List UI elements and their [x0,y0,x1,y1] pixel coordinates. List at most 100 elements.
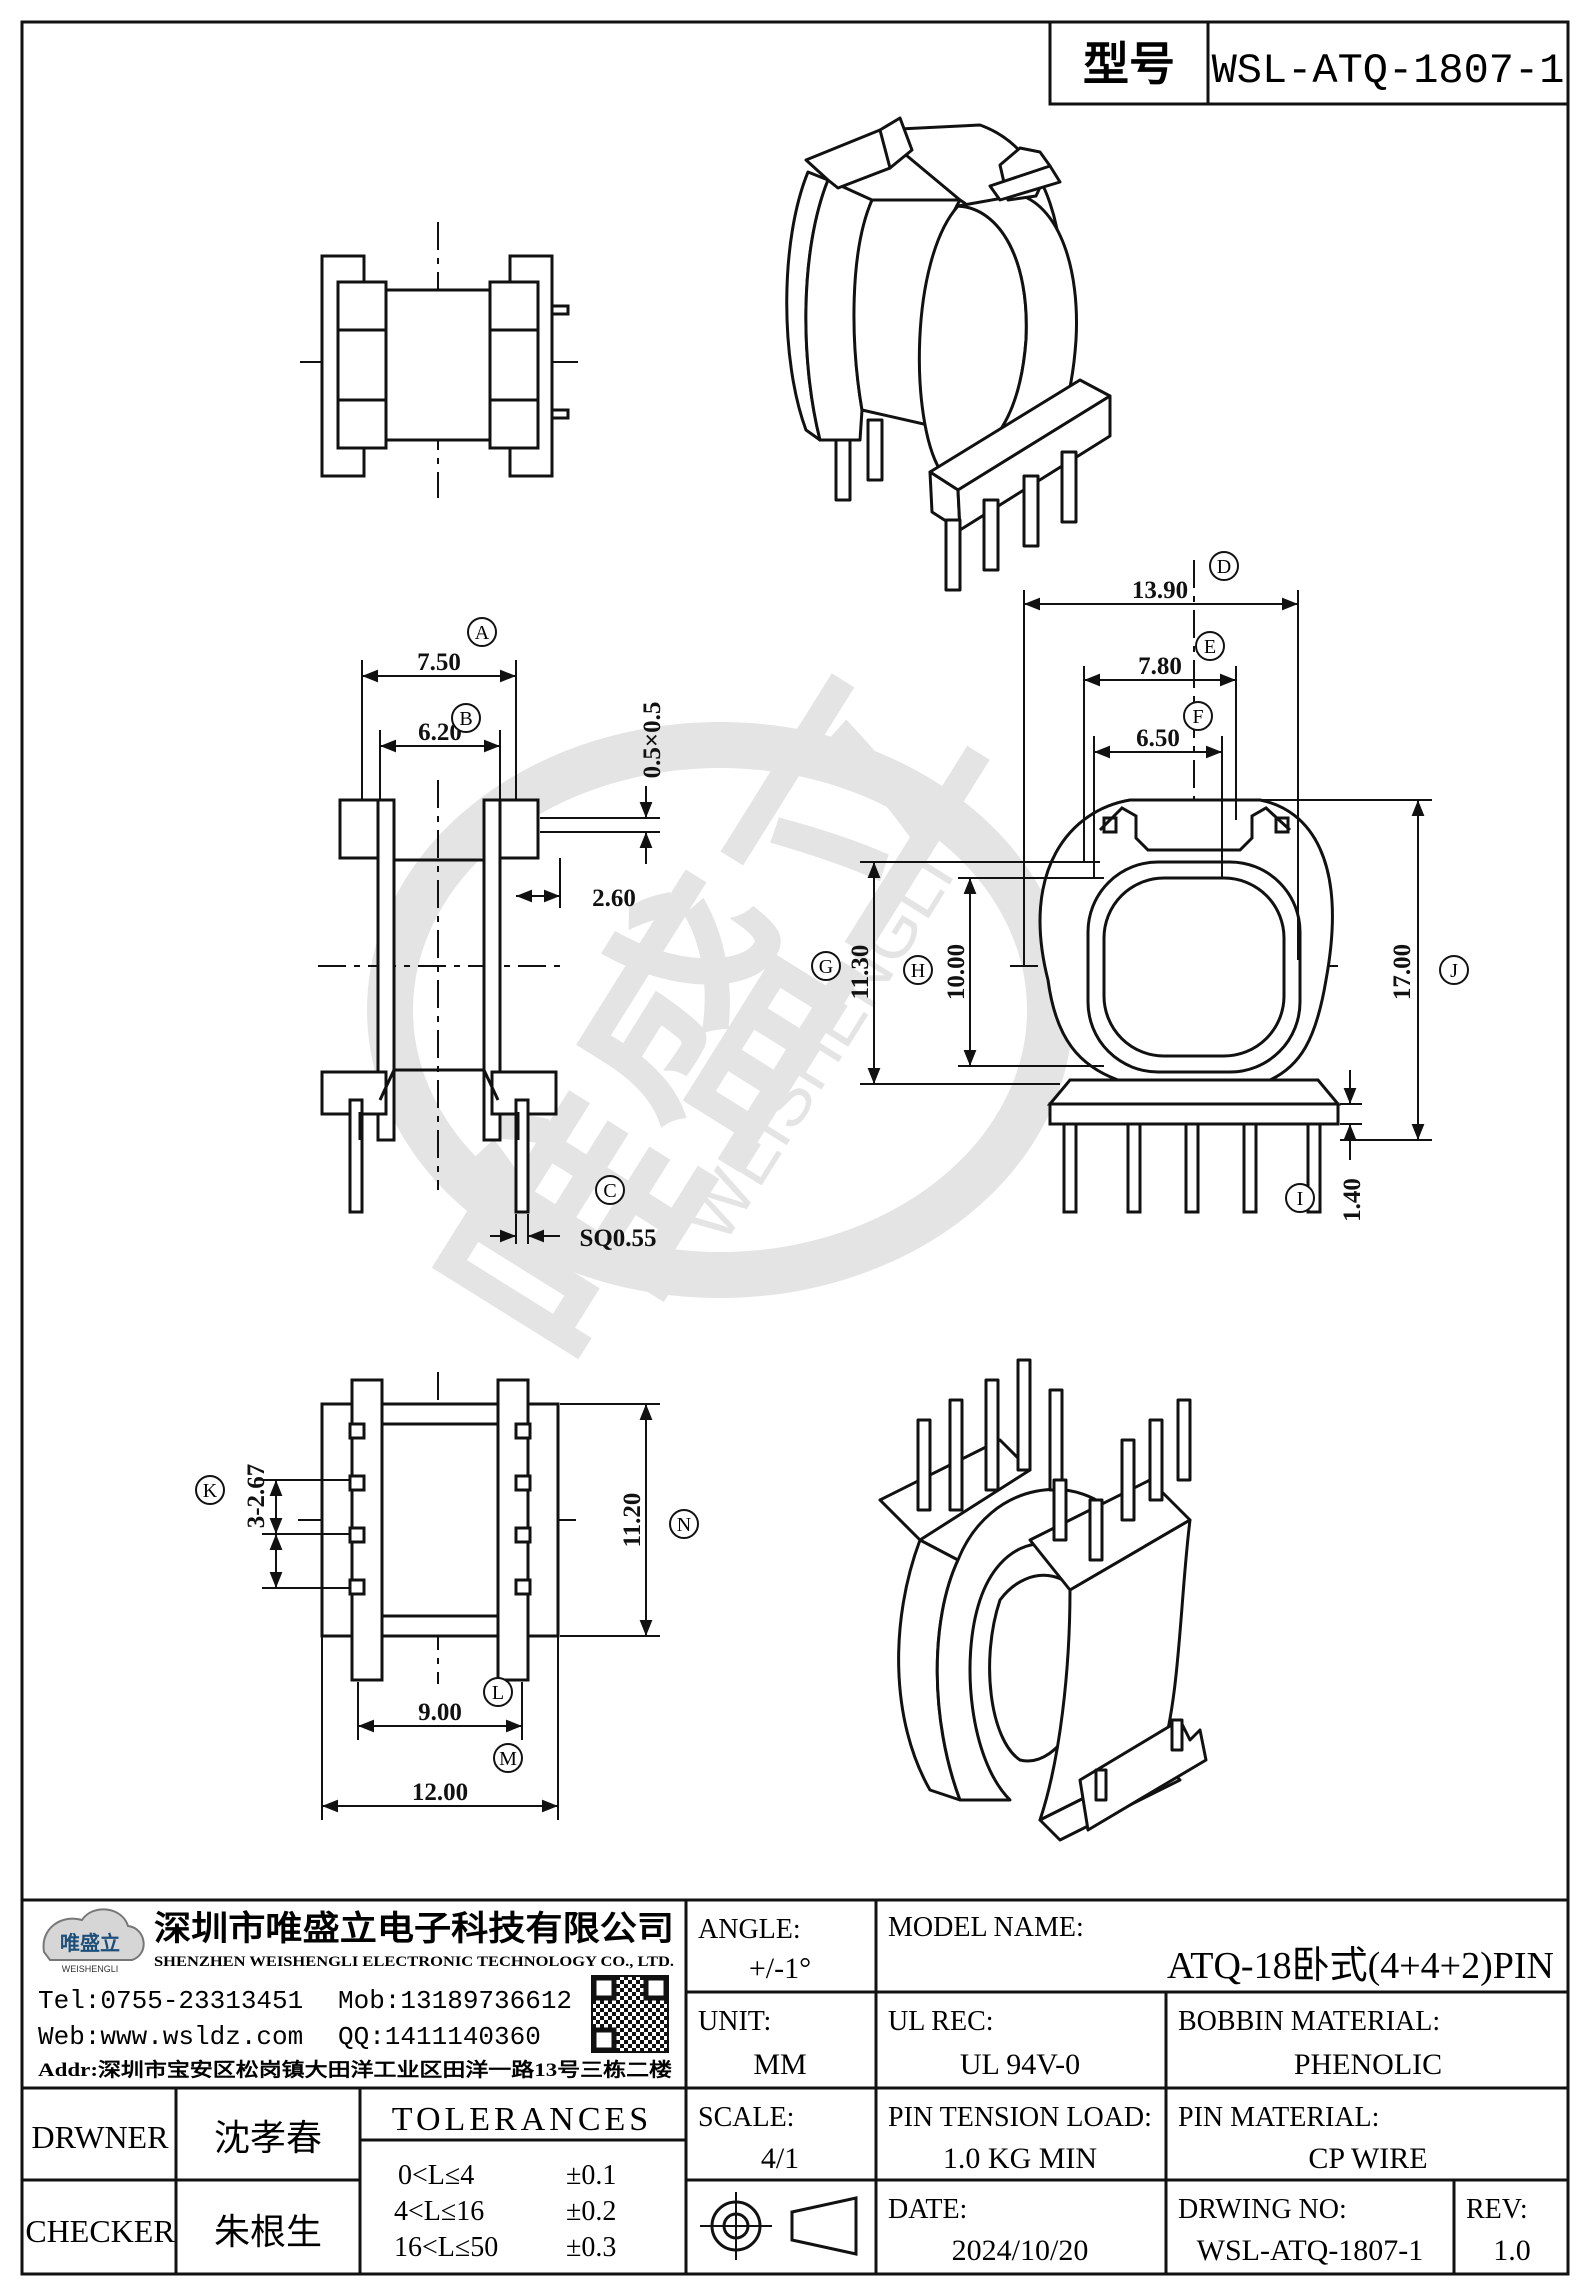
dim-g-value: 11.30 [847,945,874,1000]
angle-label: ANGLE: [698,1914,801,1945]
marker-l: L [483,1677,513,1707]
pin-tension-value: 1.0 KG MIN [943,2142,1097,2175]
side-view [1010,560,1342,1214]
company-qq: QQ:1411140360 [338,2022,541,2052]
svg-text:F: F [1192,706,1203,728]
dim-j-value: 17.00 [1389,944,1416,1000]
marker-j: J [1439,955,1469,985]
tolerance-range-3: 16<L≤50 [394,2232,498,2263]
unit-value: MM [753,2048,806,2081]
dim-f-value: 6.50 [1136,725,1180,752]
marker-d: D [1209,551,1239,581]
marker-k: K [195,1475,225,1505]
pin-tension-label: PIN TENSION LOAD: [888,2102,1152,2133]
marker-c: C [595,1175,625,1205]
tolerance-range-1: 0<L≤4 [398,2160,474,2191]
pin-material-value: CP WIRE [1308,2142,1427,2175]
isometric-view-bottom [878,1358,1208,1842]
svg-text:I: I [1297,1188,1304,1210]
marker-b: B [451,703,481,733]
tolerance-value-1: ±0.1 [566,2160,616,2191]
company-logo-sub: WEISHENGLI [62,1964,119,1974]
checker-name: 朱根生 [214,2212,322,2252]
isometric-view-top [785,116,1112,592]
drawer-name: 沈孝春 [214,2118,322,2158]
dim-l-value: 9.00 [418,1699,462,1726]
dim-h-value: 10.00 [943,944,970,1000]
dim-d-value: 13.90 [1132,577,1188,604]
tolerances-table: TOLERANCES 0<L≤4 ±0.1 4<L≤16 ±0.2 16<L≤5… [392,2101,652,2263]
top-view [300,222,578,498]
company-address: Addr:深圳市宝安区松岗镇大田洋工业区田洋一路13号三栋二楼 [38,2058,672,2081]
model-number-label: 型号 [1083,39,1175,90]
tolerance-value-3: ±0.3 [566,2232,616,2263]
unit-label: UNIT: [698,2006,771,2037]
svg-text:E: E [1204,636,1216,658]
svg-text:H: H [911,960,925,982]
title-block [22,1898,1568,2274]
drawer-label: DRWNER [32,2119,170,2155]
date-value: 2024/10/20 [952,2234,1089,2267]
marker-n: N [669,1509,699,1539]
front-view [318,780,560,1214]
drawing-no-label: DRWING NO: [1178,2194,1347,2225]
marker-i: I [1285,1183,1315,1213]
dim-pin-offset-value: 2.60 [592,885,636,912]
company-logo-text: 唯盛立 [60,1931,120,1955]
drawing-frame [20,20,1570,2276]
angle-value: +/-1° [749,1952,811,1985]
dim-e-value: 7.80 [1138,653,1182,680]
marker-h: H [903,955,933,985]
qr-code-icon [591,1975,669,2053]
model-number-box: 型号 WSL-ATQ-1807-1 [1048,20,1570,106]
tolerances-title: TOLERANCES [392,2101,652,2138]
dim-n-value: 11.20 [619,1493,646,1548]
marker-e: E [1195,631,1225,661]
scale-label: SCALE: [698,2102,794,2133]
svg-text:J: J [1450,960,1458,982]
marker-a: A [467,617,497,647]
bobbin-material-label: BOBBIN MATERIAL: [1178,2006,1440,2037]
svg-text:M: M [499,1748,517,1770]
company-tel: Tel:0755-23313451 [38,1986,303,2016]
svg-text:G: G [819,956,833,978]
angle-unit-scale: ANGLE: +/-1° UNIT: MM SCALE: 4/1 [698,1914,811,2175]
company-mob: Mob:13189736612 [338,1986,572,2016]
dim-m-value: 12.00 [412,1779,468,1806]
svg-text:L: L [492,1682,504,1704]
model-name-label: MODEL NAME: [888,1912,1084,1943]
company-block: 唯盛立 WEISHENGLI 深圳市唯盛立电子科技有限公司 SHENZHEN W… [38,1908,674,2081]
company-name-en: SHENZHEN WEISHENGLI ELECTRONIC TECHNOLOG… [154,1954,674,1970]
dim-i-value: 1.40 [1339,1178,1366,1222]
dim-a-value: 7.50 [417,649,461,676]
reference-markers: A B C D E F G H I J K L M N [195,551,1469,1773]
tolerance-range-2: 4<L≤16 [394,2196,484,2227]
bobbin-material-value: PHENOLIC [1294,2048,1442,2081]
marker-f: F [1183,701,1213,731]
checker-label: CHECKER [25,2213,175,2249]
model-info: MODEL NAME: ATQ-18卧式(4+4+2)PIN UL REC: U… [888,1912,1554,2267]
company-web: Web:www.wsldz.com [38,2022,303,2052]
model-name-value: ATQ-18卧式(4+4+2)PIN [1167,1945,1554,1987]
marker-m: M [493,1743,523,1773]
svg-text:N: N [677,1514,691,1536]
dimension-lines [262,590,1432,1820]
signatures: DRWNER 沈孝春 CHECKER 朱根生 [25,2118,322,2252]
date-label: DATE: [888,2194,967,2225]
model-number-value: WSL-ATQ-1807-1 [1212,47,1565,95]
tolerance-value-2: ±0.2 [566,2196,616,2227]
dim-c-value: SQ0.55 [579,1225,656,1252]
dimension-labels: 7.50 6.20 0.5×0.5 2.60 SQ0.55 13.90 7.80… [243,577,1416,1806]
projection-symbol-icon [700,2192,858,2260]
svg-text:D: D [1217,556,1231,578]
rev-label: REV: [1466,2194,1528,2225]
company-logo: 唯盛立 WEISHENGLI [42,1908,145,1974]
svg-text:K: K [203,1480,218,1502]
svg-text:A: A [475,622,490,644]
dim-chamfer-value: 0.5×0.5 [639,702,666,779]
ul-rec-value: UL 94V-0 [960,2048,1080,2081]
rev-value: 1.0 [1493,2234,1531,2267]
pin-material-label: PIN MATERIAL: [1178,2102,1379,2133]
drawing-no-value: WSL-ATQ-1807-1 [1197,2234,1424,2267]
